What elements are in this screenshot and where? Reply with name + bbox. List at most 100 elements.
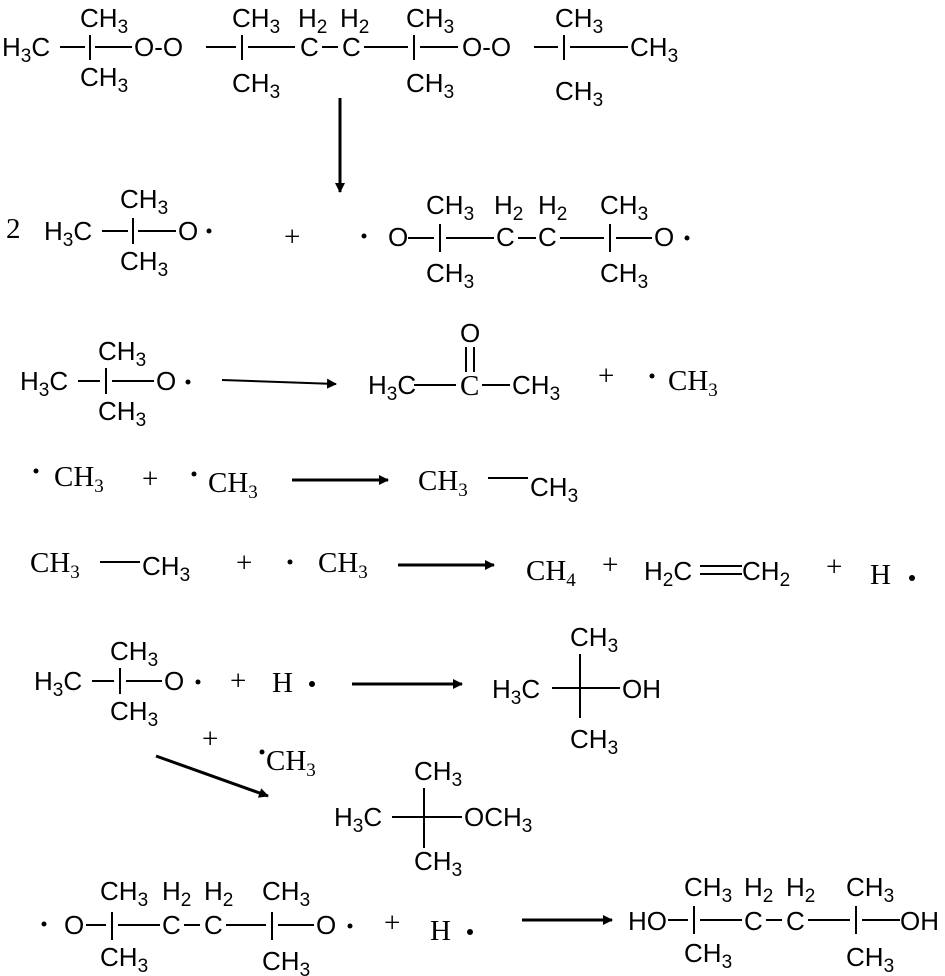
- step1-tbuo-o: O: [178, 216, 198, 246]
- reactant-t-left: H3C: [2, 32, 50, 67]
- radical-dot: [206, 228, 212, 234]
- step1-tbuo-top: CH3: [120, 184, 168, 219]
- step1-tbuo-left: H3C: [44, 216, 92, 251]
- step4-plus-3: +: [826, 551, 842, 583]
- step2-methyl: CH3: [668, 365, 718, 401]
- step1-plus: +: [284, 221, 300, 253]
- step6-dr-c-b: C: [204, 910, 223, 940]
- radical-dot: [467, 929, 473, 935]
- step5-ether-top: CH3: [414, 756, 462, 791]
- step5-plus: +: [230, 665, 246, 697]
- step6-dr-h2-a: H2: [162, 876, 191, 911]
- step2-acetone-o: O: [460, 318, 480, 348]
- step6-diol-h2-a: H2: [744, 872, 773, 907]
- step6-diol-bot-1: CH3: [684, 938, 732, 973]
- reactant-h2-b: H2: [340, 3, 369, 38]
- step6-diol-top-2: CH3: [846, 872, 894, 907]
- reactant-ch3-top-2: CH3: [232, 3, 280, 38]
- step4-ethylene-left: H2C: [644, 556, 692, 591]
- step2-acetone-c: C: [460, 370, 479, 402]
- step6-diol-c-b: C: [786, 906, 805, 936]
- step1-dr-c-b: C: [538, 222, 557, 252]
- step2-acetone-right: CH3: [512, 370, 560, 405]
- step5-ether-left: H3C: [334, 802, 382, 837]
- radical-dot: [361, 233, 367, 239]
- radical-dot: [909, 575, 915, 581]
- step6-dr-bot-2: CH3: [262, 946, 310, 976]
- step6-diol-bot-2: CH3: [846, 942, 894, 976]
- step6: O CH3 CH3 H2 C H2 C CH3 CH3 O + H HO: [41, 872, 939, 976]
- step4-plus-1: +: [236, 547, 252, 579]
- step5-branch-plus: +: [202, 723, 218, 755]
- step4-plus-2: +: [602, 549, 618, 581]
- radical-dot: [684, 235, 690, 241]
- step1-tbuo-bot: CH3: [120, 246, 168, 281]
- step6-diol-top-1: CH3: [684, 872, 732, 907]
- step4-methane: CH4: [526, 555, 576, 591]
- step4-ethane-left: CH3: [30, 547, 80, 583]
- step5-tbuo-top: CH3: [110, 636, 158, 671]
- step3-ethane-right: CH3: [530, 472, 578, 507]
- step2-tbuo-left: H3C: [20, 366, 68, 401]
- step5-tbuoh-bot: CH3: [570, 724, 618, 759]
- reactant-ch3-bot-3: CH3: [406, 68, 454, 103]
- step5-h-radical: H: [272, 667, 293, 699]
- step2-tbuo-bot: CH3: [98, 396, 146, 431]
- step5-ether-och3: OCH3: [464, 802, 532, 837]
- radical-dot: [347, 923, 353, 929]
- step1-dr-h2-a: H2: [494, 190, 523, 225]
- step6-dr-o-right: O: [316, 910, 336, 940]
- reactant-c-b: C: [342, 32, 361, 62]
- reactant-oo-2: O-O: [462, 32, 511, 62]
- reactant-ch3-top-1: CH3: [80, 3, 128, 38]
- step5-ether-bot: CH3: [414, 846, 462, 881]
- step1-dr-top-1: CH3: [426, 190, 474, 225]
- radical-dot: [259, 749, 265, 755]
- radical-dot: [195, 679, 201, 685]
- step5-tbuo-left: H3C: [34, 666, 82, 701]
- step6-dr-top-2: CH3: [262, 876, 310, 911]
- step6-dr-c-a: C: [162, 910, 181, 940]
- reactant-ch3-bot-4: CH3: [555, 76, 603, 111]
- radical-dot: [649, 373, 655, 379]
- step6-dr-top-1: CH3: [100, 876, 148, 911]
- step5-tbuo-bot: CH3: [110, 696, 158, 731]
- reactant-t-right: CH3: [630, 32, 678, 67]
- radical-dot: [309, 681, 315, 687]
- step1-products: 2 H3C CH3 CH3 O + O CH3 CH3 H2 C H2 C: [6, 184, 690, 293]
- step4-ethylene-right: CH2: [742, 556, 790, 591]
- radical-dot: [33, 468, 39, 474]
- step1-coef: 2: [6, 213, 21, 245]
- radical-dot: [185, 379, 191, 385]
- radical-dot: [41, 921, 47, 927]
- step1-diradical-o-left: O: [388, 222, 408, 252]
- step1-diradical-o-right: O: [654, 222, 674, 252]
- reactant-ch3-top-4: CH3: [555, 3, 603, 38]
- radical-dot: [287, 559, 293, 565]
- step2: H3C CH3 CH3 O O H3C C CH3 + CH3: [20, 318, 718, 431]
- step5-branch-methyl: CH3: [266, 745, 316, 781]
- step4-ethane-right: CH3: [142, 551, 190, 586]
- reactant-ch3-bot-2: CH3: [232, 68, 280, 103]
- step2-acetone-left: H3C: [368, 370, 416, 405]
- step6-diol-h2-b: H2: [786, 872, 815, 907]
- step1-dr-c-a: C: [496, 222, 515, 252]
- reactant-oo-1: O-O: [134, 32, 183, 62]
- step6-dr-bot-1: CH3: [100, 942, 148, 976]
- step2-tbuo-top: CH3: [98, 336, 146, 371]
- step4-h-radical: H: [870, 559, 891, 591]
- step6-h-radical: H: [430, 915, 451, 947]
- reactant-h2-a: H2: [298, 3, 327, 38]
- step6-dr-h2-b: H2: [204, 876, 233, 911]
- step4: CH3 CH3 + CH3 CH4 + H2C CH2 + H: [30, 547, 915, 591]
- step3-ethane-left: CH3: [418, 465, 468, 501]
- step5: H3C CH3 CH3 O + H CH3 H3C OH CH3 + CH3 C…: [34, 622, 661, 881]
- reactant-peroxide: H3C CH3 CH3 O-O CH3 CH3 H2 C H2 C CH3 CH…: [2, 3, 678, 111]
- step3-methyl-1: CH3: [54, 461, 104, 497]
- step5-tbuoh-left: H3C: [492, 674, 540, 709]
- step5-tbuoh-oh: OH: [622, 674, 661, 704]
- step2-plus: +: [598, 360, 614, 392]
- reaction-arrow-branch: [155, 754, 269, 798]
- step1-dr-bot-2: CH3: [600, 258, 648, 293]
